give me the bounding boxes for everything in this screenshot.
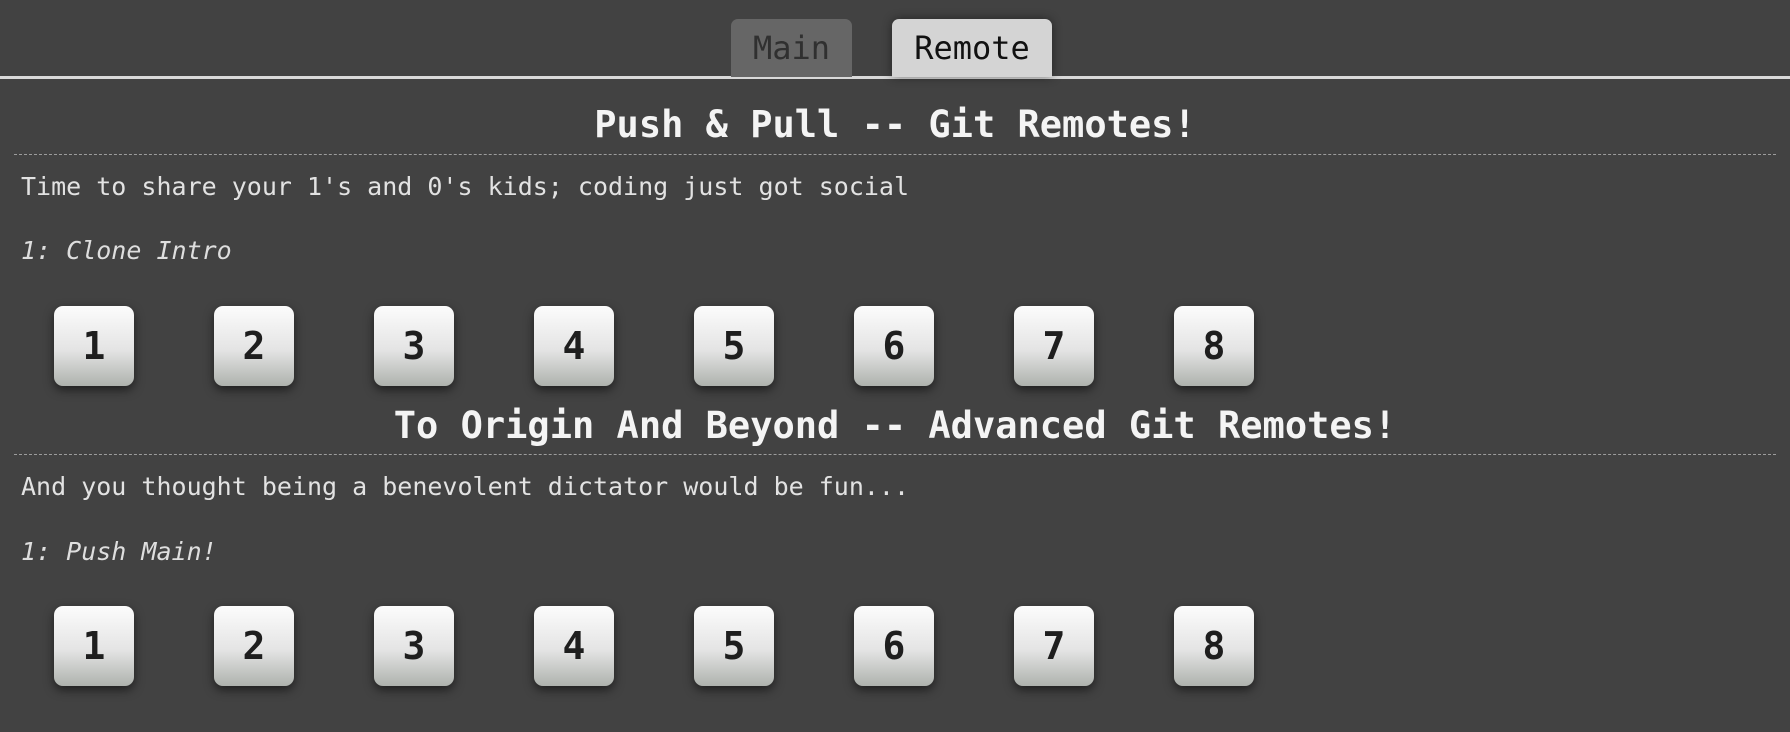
level-button-8[interactable]: 8	[1174, 305, 1254, 386]
level-button-4[interactable]: 4	[534, 305, 614, 386]
section-title: Push & Pull -- Git Remotes!	[14, 79, 1776, 155]
level-button-1[interactable]: 1	[54, 305, 134, 386]
section-description: And you thought being a benevolent dicta…	[21, 472, 910, 502]
section-title: To Origin And Beyond -- Advanced Git Rem…	[14, 386, 1776, 456]
section-push-pull: Push & Pull -- Git Remotes! Time to shar…	[0, 79, 1790, 386]
level-buttons: 1 2 3 4 5 6 7 8	[14, 568, 1776, 687]
level-button-6[interactable]: 6	[854, 305, 934, 386]
tab-remote[interactable]: Remote	[892, 19, 1052, 77]
level-button-7[interactable]: 7	[1014, 606, 1094, 687]
section-advanced-remotes: To Origin And Beyond -- Advanced Git Rem…	[0, 386, 1790, 687]
level-button-6[interactable]: 6	[854, 606, 934, 687]
level-button-7[interactable]: 7	[1014, 305, 1094, 386]
level-button-3[interactable]: 3	[374, 305, 454, 386]
tab-bar: Main Remote	[0, 0, 1790, 79]
level-button-2[interactable]: 2	[214, 606, 294, 687]
level-button-1[interactable]: 1	[54, 606, 134, 687]
level-button-3[interactable]: 3	[374, 606, 454, 687]
selected-level-name: 1: Clone Intro	[21, 236, 232, 266]
level-button-2[interactable]: 2	[214, 305, 294, 386]
section-description: Time to share your 1's and 0's kids; cod…	[21, 171, 910, 201]
tab-main[interactable]: Main	[731, 19, 852, 77]
level-button-5[interactable]: 5	[694, 606, 774, 687]
selected-level-name: 1: Push Main!	[21, 536, 217, 566]
level-buttons: 1 2 3 4 5 6 7 8	[14, 268, 1776, 386]
level-button-4[interactable]: 4	[534, 606, 614, 687]
level-button-5[interactable]: 5	[694, 305, 774, 386]
level-button-8[interactable]: 8	[1174, 606, 1254, 687]
